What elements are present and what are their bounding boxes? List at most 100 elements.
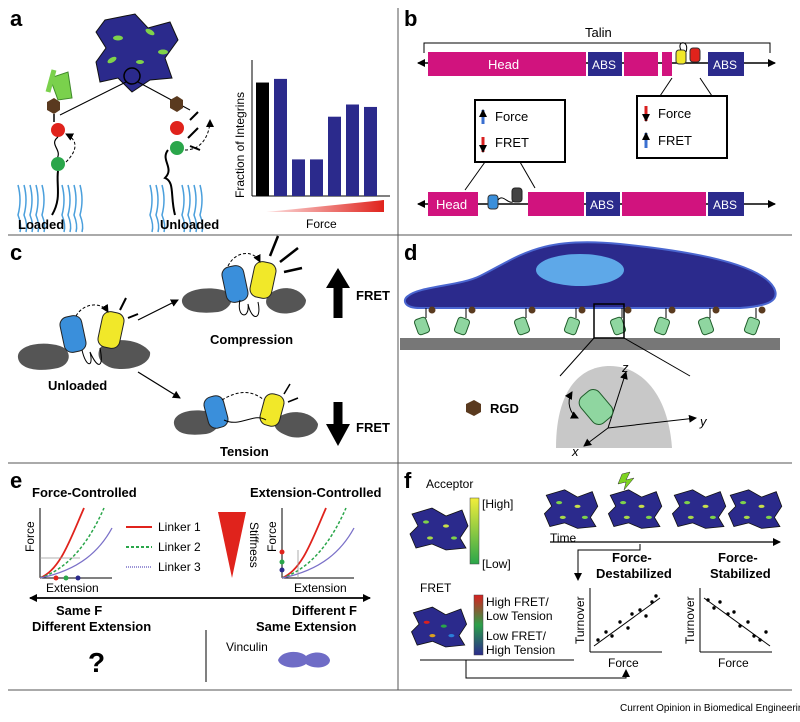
sensor-array — [413, 306, 766, 336]
blue-fluorophore — [59, 315, 87, 353]
stiffness-wedge — [218, 512, 246, 578]
loaded-sensor — [45, 69, 76, 216]
force-fret-box-right — [636, 95, 728, 159]
tension-sensor — [697, 316, 715, 336]
bar — [256, 82, 269, 196]
e-right-xlabel: Extension — [294, 581, 347, 595]
rgd-ligand — [668, 306, 676, 314]
adhesion-spot — [687, 515, 694, 519]
adhesion-spot — [451, 536, 457, 540]
panel-d: d z y x RGD — [400, 240, 780, 459]
scatter-point — [610, 634, 614, 638]
adhesion-spot — [559, 515, 566, 519]
scatter-point — [764, 630, 768, 634]
force-controlled-title: Force-Controlled — [32, 485, 137, 500]
vinculin-label: Vinculin — [226, 640, 268, 654]
time-label: Time — [550, 531, 577, 545]
loaded-fibers — [17, 184, 84, 233]
acceptor-high-label: [High] — [482, 497, 513, 511]
fret-down-label: FRET — [356, 420, 390, 435]
acceptor-cell-icon — [409, 507, 469, 551]
scatter-stabilized — [706, 598, 768, 642]
adhesion-spot — [765, 515, 772, 519]
scatter-point — [752, 634, 756, 638]
adhesion-spot — [556, 501, 563, 505]
zoom-box — [593, 303, 625, 339]
destabilized-title-1: Force- — [612, 550, 652, 565]
time-series-cells — [543, 489, 783, 529]
rgd-ligand — [758, 306, 766, 314]
abs-label-4: ABS — [713, 198, 737, 212]
e-right-ylabel: Force — [265, 521, 279, 552]
rgd-ligand — [624, 306, 632, 314]
adhesion-spot — [423, 620, 430, 624]
abs-label-1: ABS — [592, 58, 616, 72]
cell-adhesions — [107, 28, 168, 64]
unloaded-sensor — [163, 96, 214, 216]
acceptor-scale — [469, 497, 480, 565]
force-fret-box-left — [474, 99, 566, 163]
low-tension-label: Low Tension — [486, 609, 553, 623]
axis-z: z — [621, 360, 629, 375]
rgd-ligand — [468, 306, 476, 314]
scatter-destabilized — [596, 594, 658, 642]
scatter-point — [726, 612, 730, 616]
different-f-label: Different F — [292, 603, 357, 618]
scatter-point — [604, 630, 608, 634]
same-f-label: Same F — [56, 603, 102, 618]
loaded-label: Loaded — [18, 217, 64, 232]
adhesion-spot — [443, 524, 449, 528]
adhesion-spot — [758, 504, 765, 508]
question-mark: ? — [88, 647, 105, 678]
zoomed-sensor — [578, 389, 614, 425]
e-left-xlabel: Extension — [46, 581, 99, 595]
acceptor-label: Acceptor — [426, 477, 473, 491]
panel-a-letter: a — [10, 6, 23, 31]
chart-xlabel: Force — [306, 217, 337, 231]
adhesion-spot — [684, 501, 691, 505]
bar — [310, 159, 323, 196]
legend-linker2: Linker 2 — [158, 540, 201, 554]
bar-series — [256, 78, 377, 196]
adhesion-spot — [702, 504, 709, 508]
rgd-ligand — [528, 306, 536, 314]
scatter-point — [638, 608, 642, 612]
c-unloaded-label: Unloaded — [48, 378, 107, 393]
tension-sensor — [653, 316, 671, 336]
fret-up-label: FRET — [356, 288, 390, 303]
cell-shape — [671, 489, 727, 529]
head-label: Head — [488, 57, 519, 72]
fret-map-label: FRET — [420, 581, 452, 595]
abs-domain-1 — [588, 52, 622, 76]
hemisphere — [556, 366, 672, 448]
scatter-point — [650, 600, 654, 604]
left-fret-label: FRET — [495, 135, 529, 150]
panel-a: a — [10, 6, 390, 233]
scatter-point — [746, 620, 750, 624]
domain-blob — [17, 343, 69, 370]
panel-f: f Acceptor [High] [Low] Time FRET High F… — [404, 468, 783, 679]
destabilized-title-2: Destabilized — [596, 566, 672, 581]
adhesion-spot — [581, 515, 588, 519]
chart-ylabel: Fraction of Integrins — [233, 92, 247, 198]
talin-head-domain — [428, 52, 586, 76]
axis-y: y — [699, 414, 708, 429]
panel-c-letter: c — [10, 240, 22, 265]
adhesion-spot — [743, 515, 750, 519]
scatter-point — [732, 610, 736, 614]
scatter-point — [596, 638, 600, 642]
force-wedge — [266, 200, 384, 212]
nucleus — [536, 254, 624, 286]
fret-cell-icon — [411, 606, 468, 648]
low-fret-label: Low FRET/ — [486, 629, 547, 643]
substrate — [400, 338, 780, 350]
tension-sensor — [413, 316, 431, 336]
zoom-circle — [123, 67, 141, 85]
scatter-point — [718, 600, 722, 604]
abs-label-3: ABS — [590, 198, 614, 212]
laser-bolt-icon — [617, 471, 635, 491]
panel-d-letter: d — [404, 240, 417, 265]
right-force-label: Force — [658, 106, 691, 121]
cell-shape — [411, 606, 468, 648]
